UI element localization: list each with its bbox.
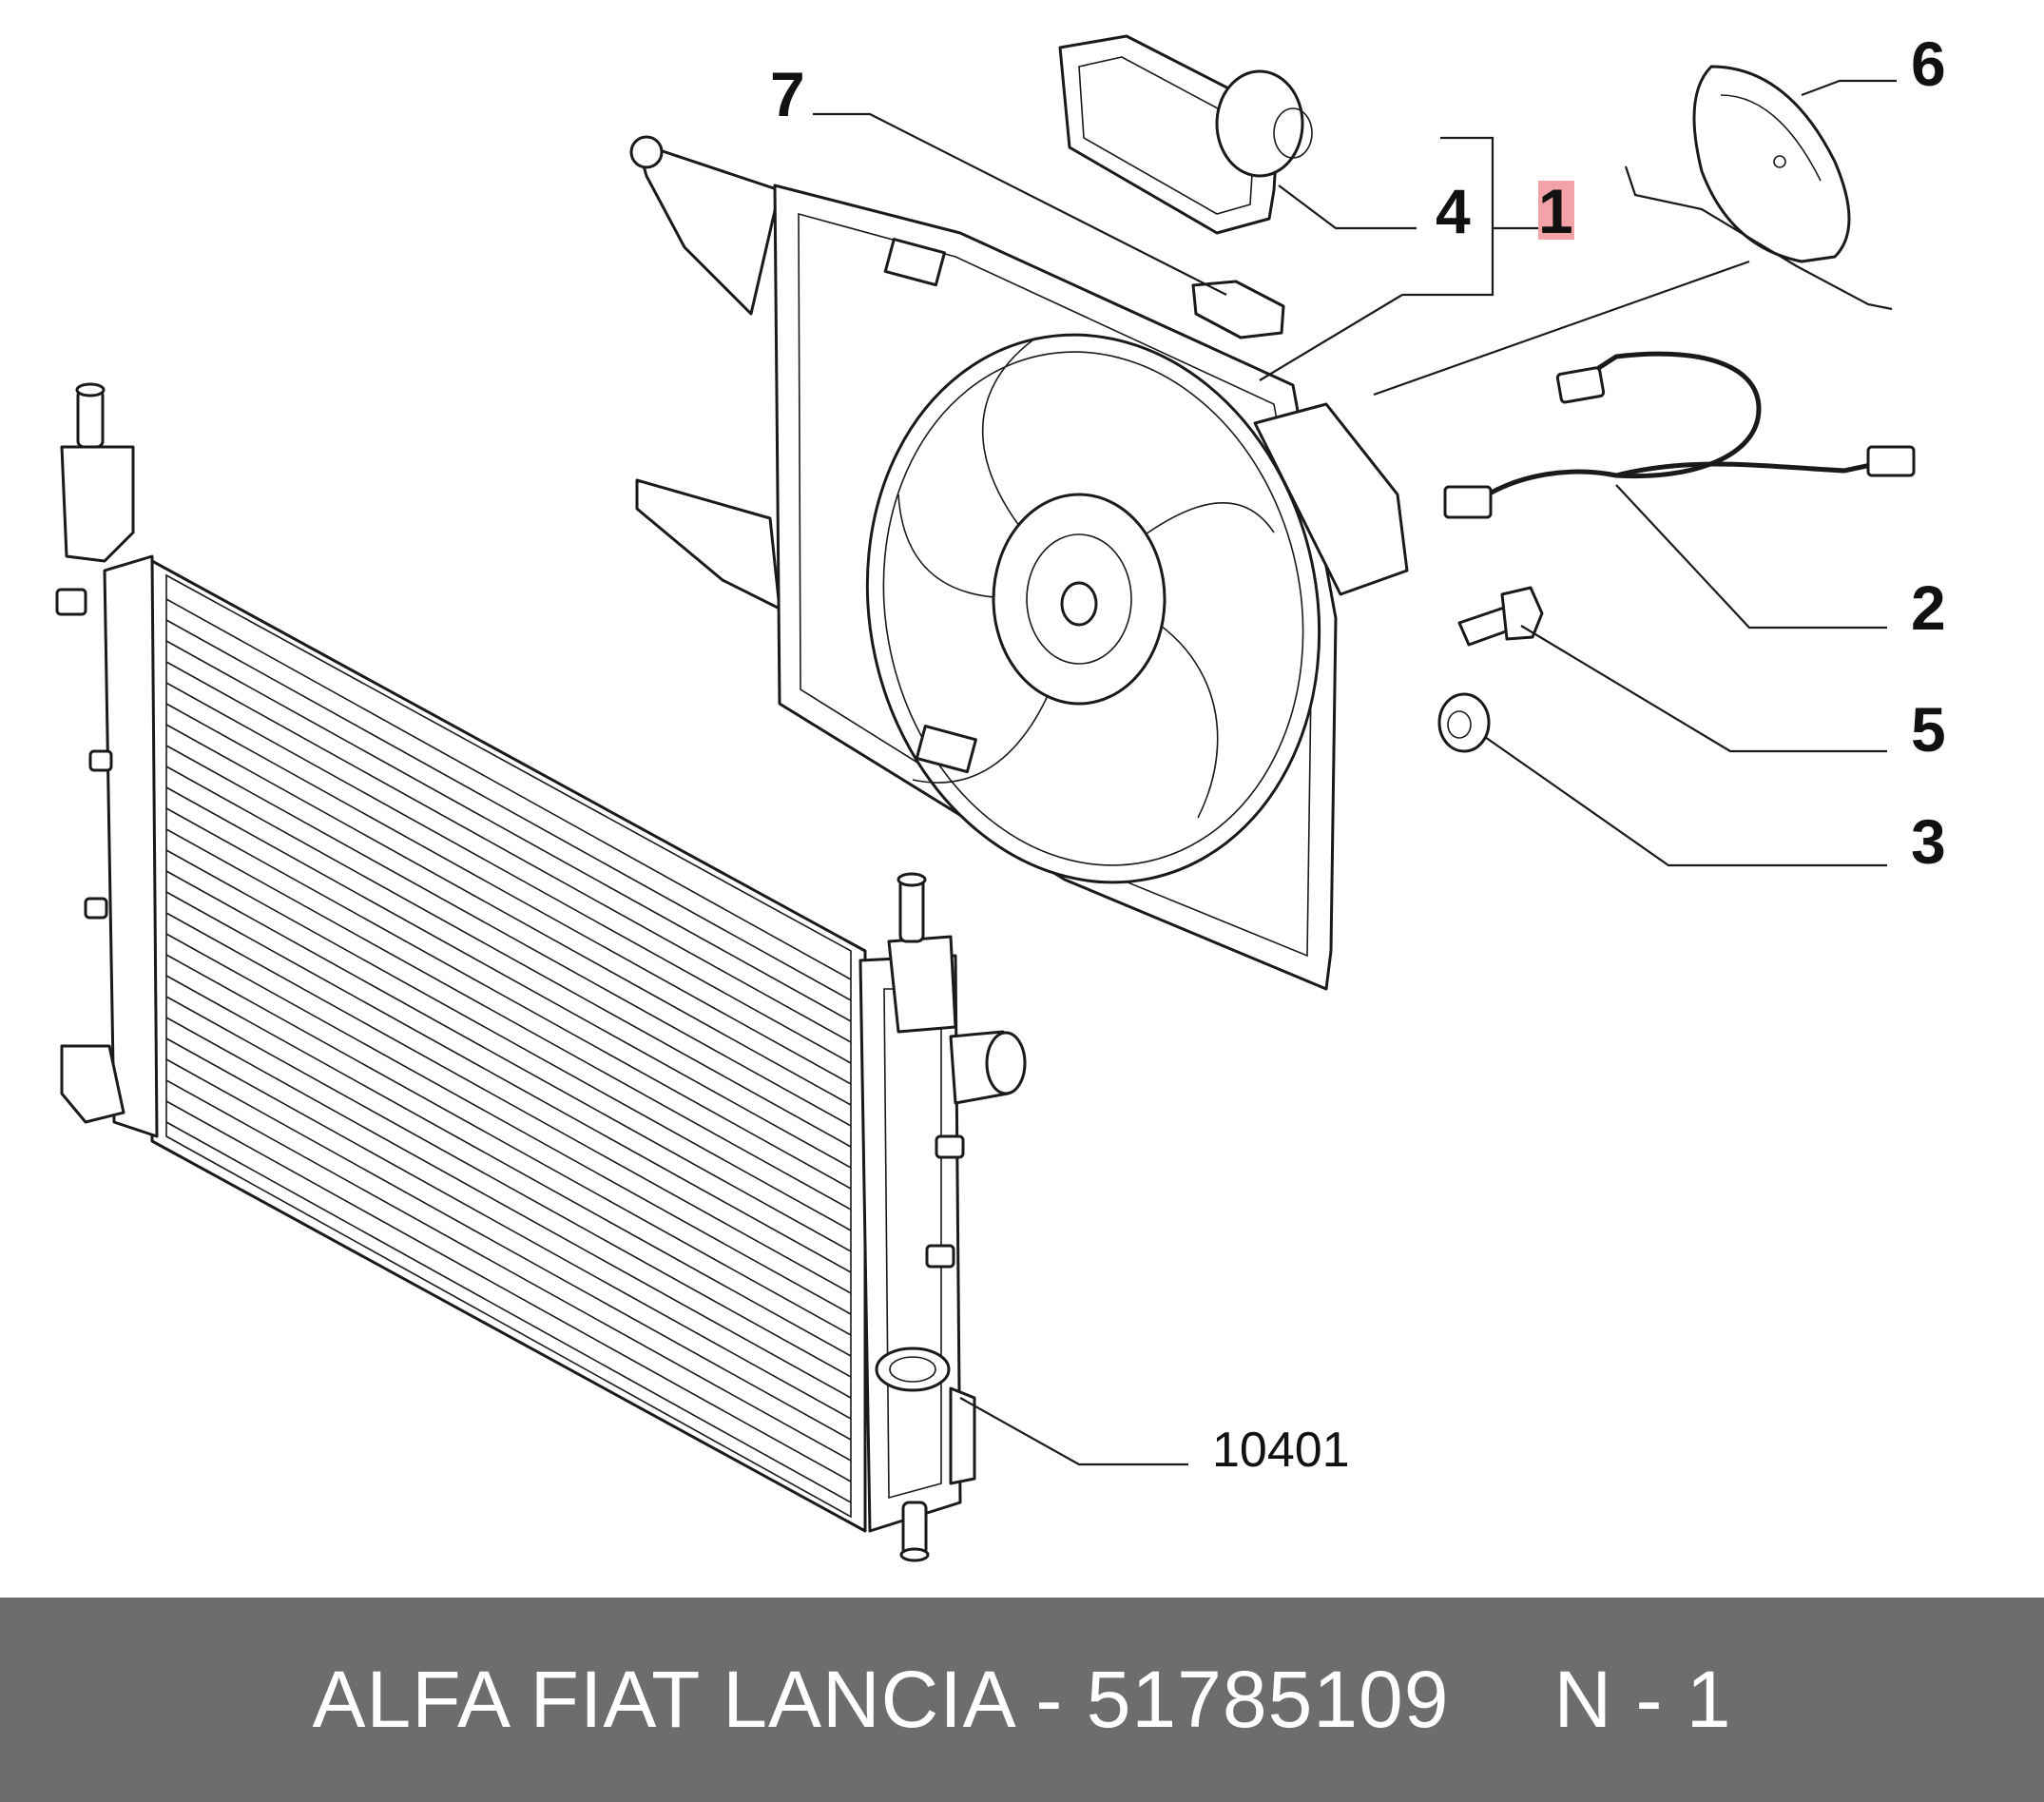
parts-diagram: 7 4 1 6 2 5 3 10401 (55, 29, 1946, 1562)
radiator (55, 382, 1027, 1562)
clip-part (1191, 280, 1285, 339)
callout-6: 6 (1911, 29, 1946, 99)
footer-bar: ALFA FIAT LANCIA - 51785109 N - 1 (0, 1598, 2044, 1802)
callouts: 7 4 1 6 2 5 3 10401 (770, 29, 1946, 1478)
nut-part (1437, 692, 1491, 753)
callout-3: 3 (1911, 806, 1946, 877)
callout-5: 5 (1911, 694, 1946, 765)
callout-1-highlight (1538, 181, 1574, 240)
resistor-module (1058, 34, 1313, 235)
leader-lines (813, 79, 1897, 1466)
footer-code: N - 1 (1553, 1655, 1732, 1744)
cover-part (1692, 65, 1851, 263)
callout-7: 7 (770, 59, 805, 129)
footer-title: ALFA FIAT LANCIA - 51785109 (312, 1655, 1450, 1744)
bolt-part (1457, 586, 1544, 647)
callout-10401: 10401 (1212, 1423, 1350, 1478)
callout-4: 4 (1436, 176, 1471, 246)
callout-1: 1 (1538, 176, 1573, 246)
fan-shroud (629, 135, 1409, 991)
callout-2: 2 (1911, 572, 1946, 643)
wiring-harness (1443, 351, 1916, 519)
